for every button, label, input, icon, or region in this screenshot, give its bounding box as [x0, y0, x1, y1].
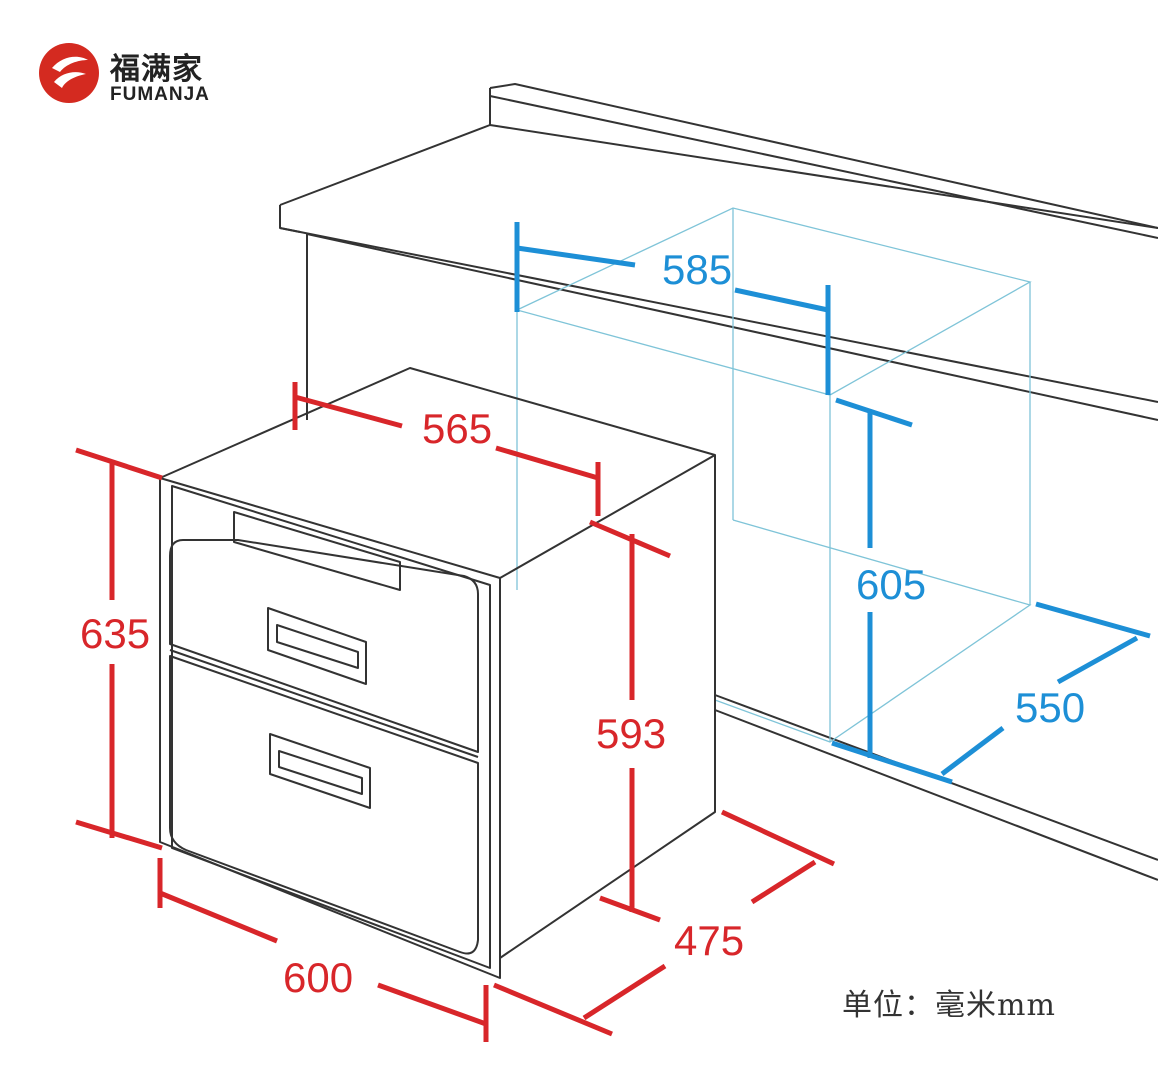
brand-name-en: FUMANJA: [110, 84, 210, 105]
appliance-dimension-lines: [75, 382, 836, 1042]
dimension-body-height: 593: [596, 710, 667, 757]
brand-name-cn: 福满家: [110, 52, 203, 87]
dimension-front-width: 600: [283, 954, 354, 1001]
cabinet-dimension-lines: [514, 222, 1151, 785]
dimension-body-depth: 475: [674, 917, 745, 964]
brand-logo: 福满家 FUMANJA: [38, 38, 238, 110]
unit-label: 单位：毫米mm: [842, 988, 1056, 1023]
brand-logo-icon: [39, 43, 99, 103]
dimension-top-width: 565: [422, 405, 493, 452]
dimension-cabinet-depth: 550: [1015, 684, 1086, 731]
countertop: [279, 83, 1158, 881]
dimension-total-height: 635: [80, 610, 151, 657]
dimension-cabinet-width: 585: [662, 246, 733, 293]
appliance-body: [159, 367, 716, 979]
dimension-cabinet-height: 605: [856, 561, 927, 608]
